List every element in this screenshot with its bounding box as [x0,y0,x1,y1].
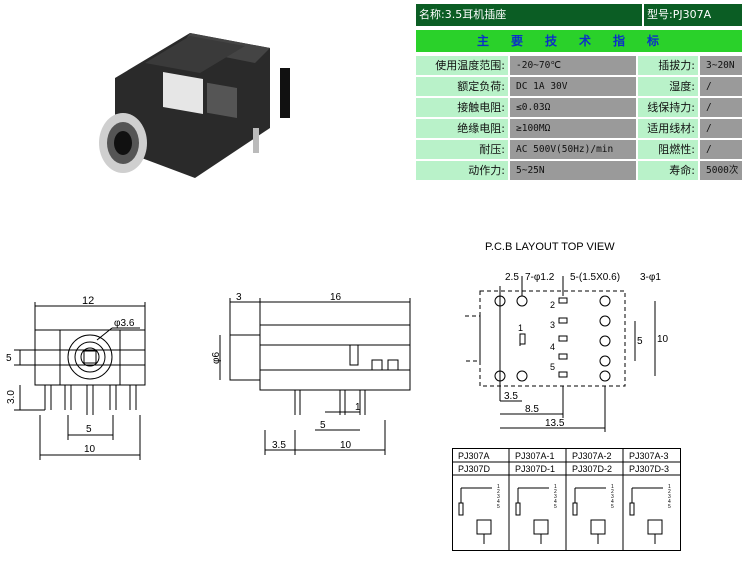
variant-model-top: PJ307A-2 [572,451,612,461]
spec-label: 耐压: [416,140,508,159]
variant-model-top: PJ307A [458,451,490,461]
variant-pin-label: 4 [611,499,614,505]
variant-pin-label: 3 [668,494,671,500]
side-dim-dia: φ6 [211,352,222,364]
variant-pin-label: 4 [497,499,500,505]
variant-pin-label: 3 [554,494,557,500]
variant-schematic [629,487,663,544]
spec-label: 阻燃性: [638,140,698,159]
spec-label: 湿度: [638,77,698,96]
spec-value: / [700,140,742,159]
pcb-pin-4: 4 [550,342,555,352]
spec-value: / [700,77,742,96]
variant-schematic [515,487,549,544]
front-dim-pin: 3.0 [6,390,17,404]
variant-pin-label: 4 [668,499,671,505]
variant-model-bottom: PJ307D-2 [572,464,612,474]
side-dim-len: 16 [330,292,342,303]
model-number: 型号:PJ307A [644,4,742,26]
spec-value: 5~25N [510,161,636,180]
pcb-pin-1: 1 [518,323,523,333]
variant-schematic [458,487,492,544]
variant-model-top: PJ307A-1 [515,451,555,461]
pcb-dim-a: 2.5 [505,272,519,283]
side-dim-end: 10 [340,440,352,451]
front-dim-height: 5 [6,353,12,364]
variant-pin-label: 2 [497,489,500,495]
side-dim-start: 3.5 [272,440,286,451]
pcb-dim-c: 5-(1.5X0.6) [570,272,620,283]
pcb-pin-2: 2 [550,300,555,310]
variant-pin-label: 4 [554,499,557,505]
pcb-dim-85: 8.5 [525,404,539,415]
spec-label: 动作力: [416,161,508,180]
side-dim-pin1: 1 [355,402,361,413]
front-dim-hole: φ3.6 [114,318,135,329]
variant-pin-label: 2 [611,489,614,495]
spec-label: 适用线材: [638,119,698,138]
variant-model-bottom: PJ307D-3 [629,464,669,474]
product-photo [99,33,290,178]
variant-pin-label: 1 [554,484,557,490]
spec-label: 绝缘电阻: [416,119,508,138]
variant-model-bottom: PJ307D-1 [515,464,555,474]
pcb-dim-h5: 5 [637,336,643,347]
spec-label: 插拔力: [638,56,698,75]
pcb-title: P.C.B LAYOUT TOP VIEW [485,241,615,253]
variant-pin-label: 5 [668,504,671,510]
variant-pin-label: 2 [554,489,557,495]
pcb-dim-b: 7-φ1.2 [525,272,555,283]
variant-model-top: PJ307A-3 [629,451,669,461]
spec-table: 名称:3.5耳机插座 型号:PJ307A 主要技术指标 使用温度范围:-20~7… [416,4,742,191]
pcb-dim-135: 13.5 [545,418,565,429]
spec-value: -20~70℃ [510,56,636,75]
variant-pin-label: 5 [497,504,500,510]
variant-pin-label: 5 [611,504,614,510]
side-dim-pin2: 5 [320,420,326,431]
spec-value: / [700,119,742,138]
pcb-dim-d: 3-φ1 [640,272,661,283]
variant-pin-label: 5 [554,504,557,510]
variant-pin-label: 1 [668,484,671,490]
variant-pin-label: 2 [668,489,671,495]
spec-label: 线保持力: [638,98,698,117]
side-dim-front: 3 [236,292,242,303]
variant-pin-label: 3 [497,494,500,500]
front-dim-width: 12 [82,295,94,307]
variant-pin-label: 3 [611,494,614,500]
spec-value: DC 1A 30V [510,77,636,96]
spec-label: 寿命: [638,161,698,180]
spec-label: 接触电阻: [416,98,508,117]
spec-value: 5000次 [700,161,742,180]
pcb-layout-drawing: P.C.B LAYOUT TOP VIEW 2.5 7-φ1.2 5-(1.5X… [465,241,669,432]
variant-schematic [572,487,606,544]
pcb-dim-35: 3.5 [504,391,518,402]
pcb-dim-h10: 10 [657,334,669,345]
variant-pin-label: 1 [611,484,614,490]
spec-value: ≥100MΩ [510,119,636,138]
front-dim-total: 10 [84,444,96,455]
variant-model-bottom: PJ307D [458,464,491,474]
spec-label: 使用温度范围: [416,56,508,75]
pcb-pin-5: 5 [550,362,555,372]
front-view-drawing: 12 φ3.6 5 3.0 5 10 [6,295,146,460]
spec-value: ≤0.03Ω [510,98,636,117]
spec-value: AC 500V(50Hz)/min [510,140,636,159]
product-name: 名称:3.5耳机插座 [416,4,642,26]
front-dim-pin-spacing: 5 [86,424,92,435]
spec-value: / [700,98,742,117]
spec-value: 3~20N [700,56,742,75]
pcb-pin-3: 3 [550,320,555,330]
spec-label: 额定负荷: [416,77,508,96]
variant-pin-label: 1 [497,484,500,490]
section-title: 主要技术指标 [416,30,742,52]
side-view-drawing: 3 16 φ6 1 5 3.5 10 [211,292,411,455]
